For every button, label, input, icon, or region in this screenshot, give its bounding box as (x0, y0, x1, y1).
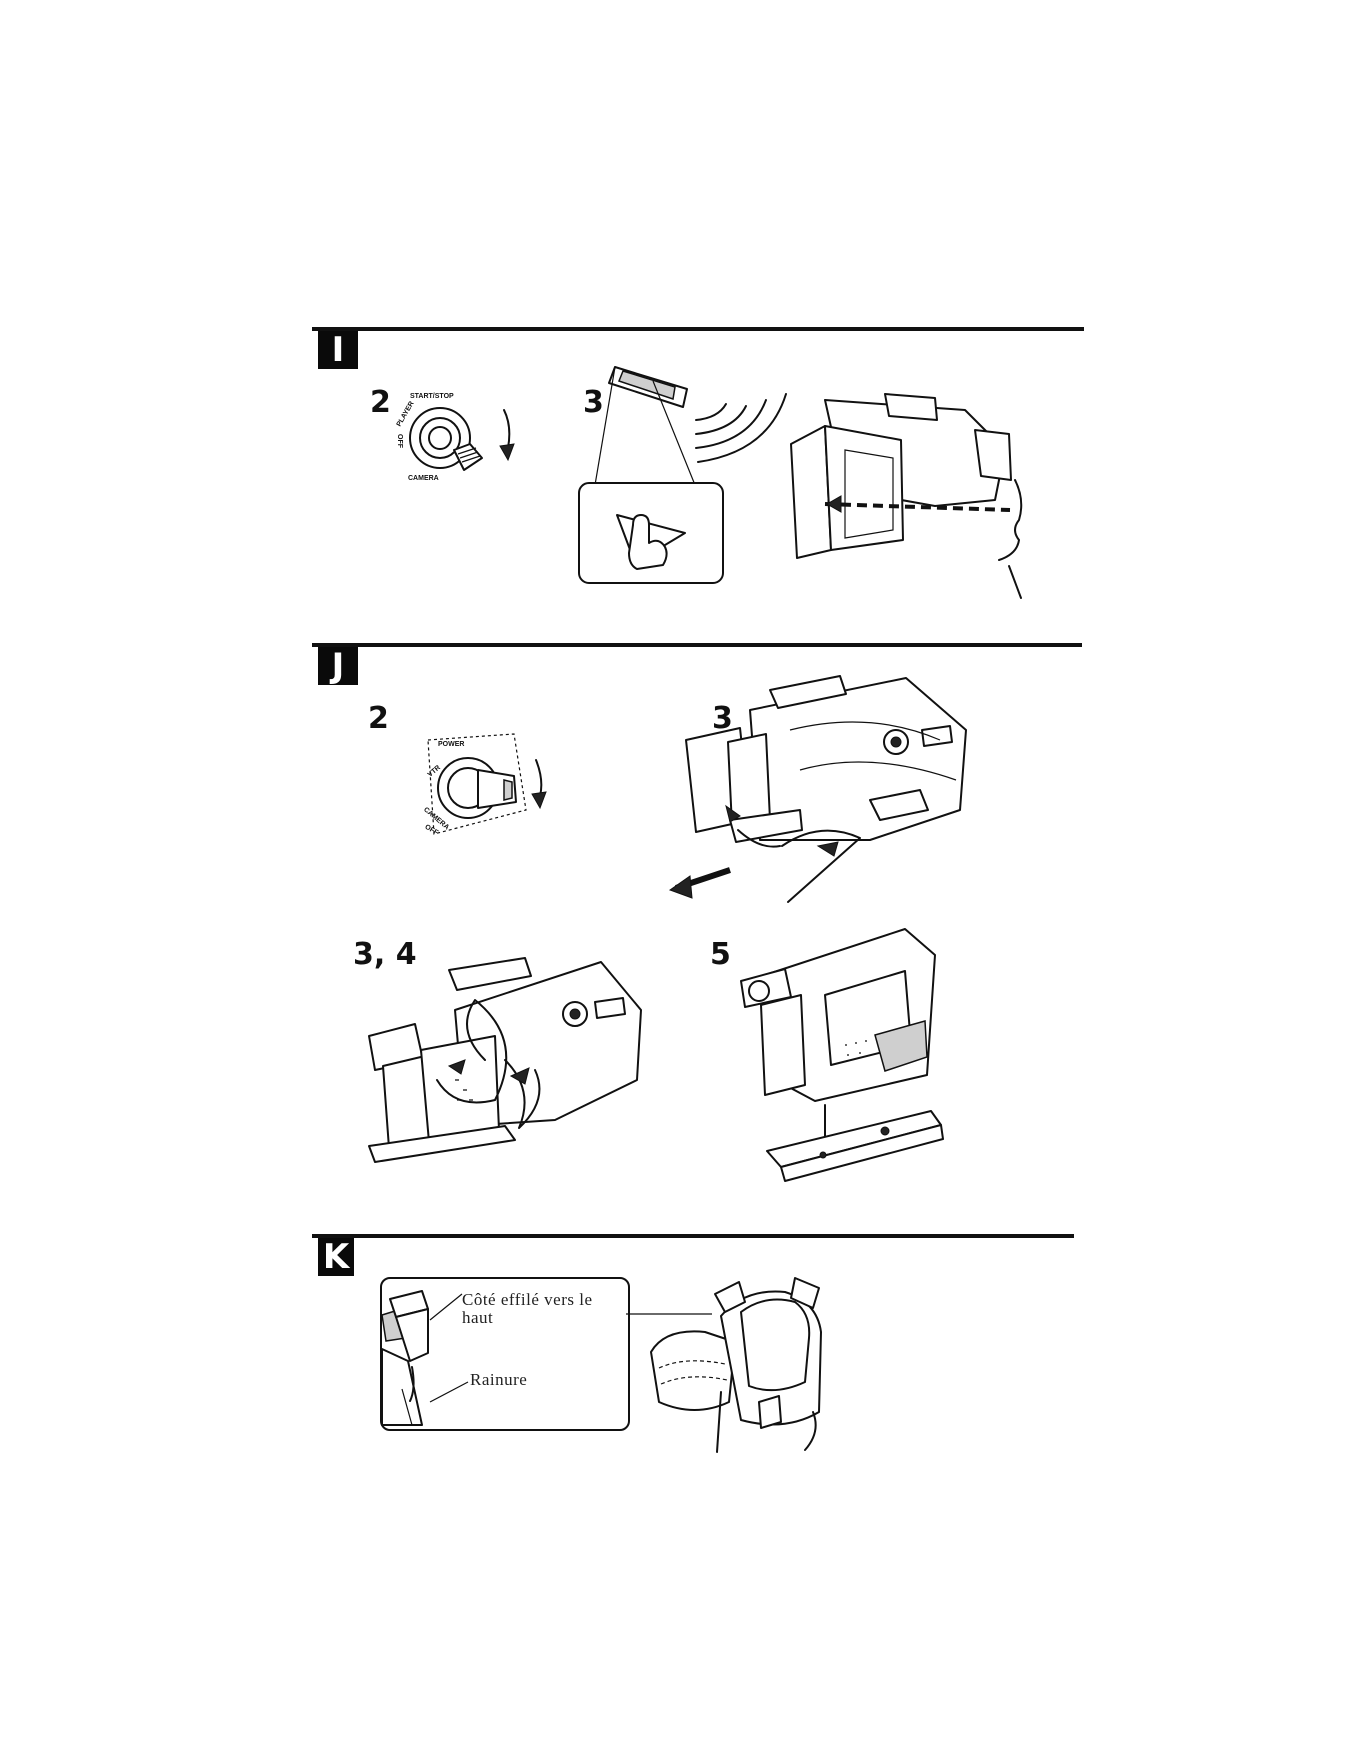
camcorder-lcd-viewing-illustration (785, 390, 1045, 610)
section-i-badge: I (318, 331, 358, 369)
camcorder-battery-removal-illustration (670, 670, 980, 910)
remote-signal-waves (690, 390, 800, 480)
mode-dial-illustration: PLAYER START/STOP OFF CAMERA (392, 388, 532, 488)
section-i-rule (312, 327, 1084, 331)
camcorder-dock-illustration (735, 925, 955, 1195)
camcorder-cable-connection-illustration (365, 950, 655, 1170)
dial-label-off-j: OFF (424, 824, 440, 837)
caption-tapered-side-up: Côté effilé vers le haut (462, 1291, 622, 1327)
carrying-case-illustration (645, 1272, 845, 1452)
section-j-rule (312, 643, 1082, 647)
section-k-rule (312, 1234, 1074, 1238)
section-k-badge: K (318, 1238, 354, 1276)
dial-label-power: POWER (438, 741, 464, 748)
caption-groove: Rainure (470, 1371, 590, 1389)
section-j-badge: J (318, 647, 358, 685)
power-switch-illustration: POWER VTR CAMERA OFF (418, 730, 558, 840)
dial-label-start-stop: START/STOP (410, 393, 454, 400)
step-j5-label: 5 (710, 940, 731, 970)
step-j2-label: 2 (368, 704, 389, 734)
dial-label-camera: CAMERA (408, 475, 439, 482)
step-2-label: 2 (370, 388, 391, 418)
dial-label-off: OFF (396, 434, 403, 449)
